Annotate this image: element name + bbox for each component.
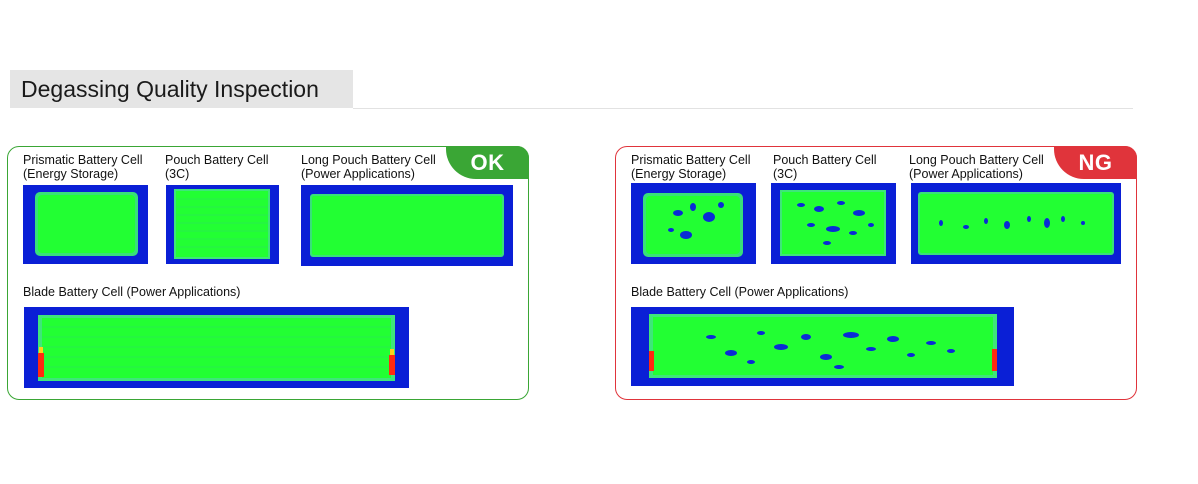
ok-prismatic-scan-image — [23, 185, 148, 264]
ng-pouch-label: Pouch Battery Cell (3C) — [773, 153, 877, 181]
title-divider — [353, 108, 1133, 109]
ng-pouch-scan-image — [771, 183, 896, 264]
ok-long-pouch-scan-image — [301, 185, 513, 266]
page-title-bar: Degassing Quality Inspection — [10, 70, 353, 108]
ok-blade-label: Blade Battery Cell (Power Applications) — [23, 285, 241, 299]
ok-badge: OK — [446, 146, 529, 179]
ng-blade-scan-image — [631, 307, 1014, 386]
ng-blade-label: Blade Battery Cell (Power Applications) — [631, 285, 849, 299]
ng-long-pouch-label: Long Pouch Battery Cell (Power Applicati… — [909, 153, 1044, 181]
ng-long-pouch-scan-image — [911, 183, 1121, 264]
ok-blade-scan-image — [24, 307, 409, 388]
ng-panel: NG Prismatic Battery Cell (Energy Storag… — [615, 146, 1137, 400]
ng-badge: NG — [1054, 146, 1137, 179]
ok-long-pouch-label: Long Pouch Battery Cell (Power Applicati… — [301, 153, 436, 181]
page-title: Degassing Quality Inspection — [21, 76, 319, 102]
ng-prismatic-scan-image — [631, 183, 756, 264]
ok-prismatic-label: Prismatic Battery Cell (Energy Storage) — [23, 153, 143, 181]
ok-pouch-label: Pouch Battery Cell (3C) — [165, 153, 269, 181]
ok-pouch-scan-image — [166, 185, 279, 264]
ng-prismatic-label: Prismatic Battery Cell (Energy Storage) — [631, 153, 751, 181]
ok-panel: OK Prismatic Battery Cell (Energy Storag… — [7, 146, 529, 400]
